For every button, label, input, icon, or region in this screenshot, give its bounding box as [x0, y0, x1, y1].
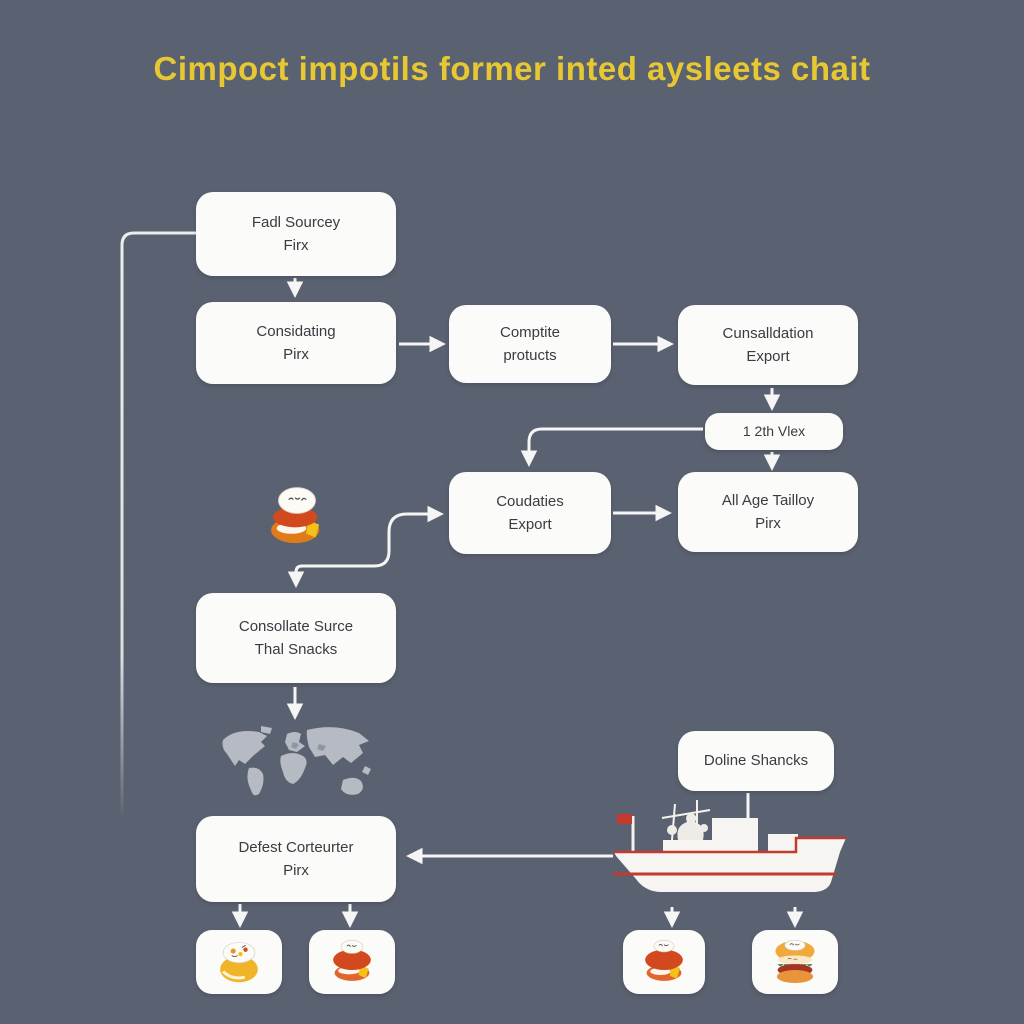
food-card — [623, 930, 705, 994]
node-label: protucts — [503, 347, 557, 364]
flow-node-defest-corteurter: Defest Corteurter Pirx — [196, 816, 396, 902]
bowl-snack-icon — [220, 942, 258, 983]
node-label: Thal Snacks — [254, 641, 338, 658]
flow-node-coudaties: Coudaties Export — [449, 472, 611, 554]
flow-node-consollate-surce: Consollate Surce Thal Snacks — [196, 593, 396, 683]
node-label: Fadl Sourcey — [251, 213, 341, 231]
world-map-illustration — [222, 726, 371, 796]
node-label: Pirx — [283, 346, 309, 363]
food-card — [196, 930, 282, 994]
burger-icon — [775, 939, 815, 984]
flow-node-fadl-sourcey: Fadl Sourcey Firx — [196, 192, 396, 276]
flow-node-12th-vlex: 1 2th Vlex — [705, 413, 843, 450]
burger-icon — [645, 939, 683, 981]
page-title: Cimpoct impotils former inted aysleets c… — [153, 50, 871, 87]
node-label: Comptite — [499, 323, 561, 341]
node-label: Consollate Surce — [238, 617, 354, 635]
node-label: Coudaties — [496, 492, 564, 510]
node-label: Considating — [256, 322, 336, 340]
node-label: Export — [746, 348, 790, 365]
food-card — [309, 930, 395, 994]
burger-snack-icon — [271, 487, 320, 544]
flow-node-all-age-tailloy: All Age Tailloy Pirx — [678, 472, 858, 552]
node-label: Defest Corteurter — [238, 838, 354, 856]
flow-node-comptite: Comptite protucts — [449, 305, 611, 383]
flow-node-doline-shancks: Doline Shancks — [678, 731, 834, 791]
flow-node-considating: Considating Pirx — [196, 302, 396, 384]
burger-icon — [333, 939, 371, 981]
food-card — [752, 930, 838, 994]
node-label: 1 2th Vlex — [742, 423, 806, 440]
node-label: Pirx — [283, 862, 309, 879]
node-label: Doline Shancks — [703, 752, 809, 770]
cargo-ship-icon — [613, 800, 846, 892]
node-label: Export — [508, 516, 552, 533]
node-label: All Age Tailloy — [721, 491, 815, 509]
node-label: Firx — [283, 237, 309, 254]
flow-node-cunsalldation: Cunsalldation Export — [678, 305, 858, 385]
node-label: Pirx — [755, 515, 781, 532]
node-label: Cunsalldation — [722, 324, 814, 342]
